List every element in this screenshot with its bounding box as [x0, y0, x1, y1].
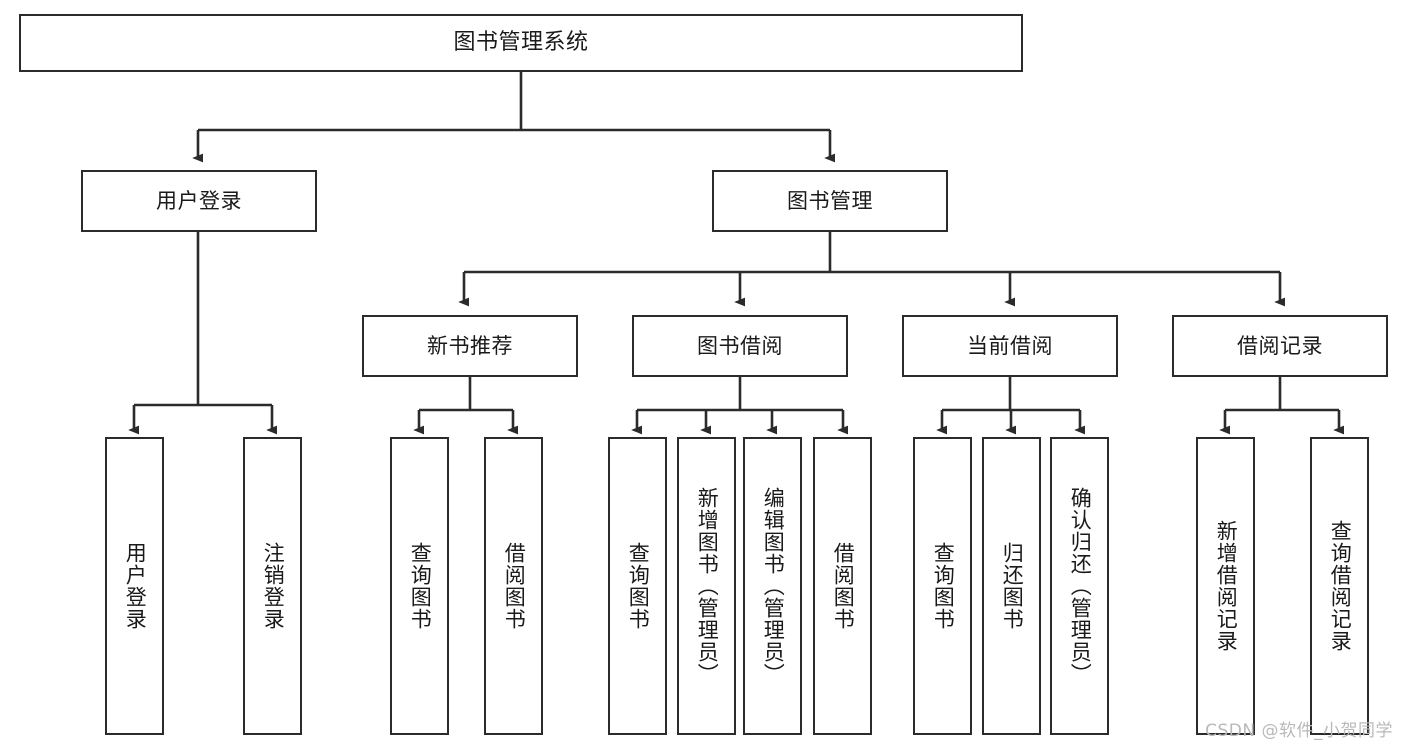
node-label: 图书管理: [787, 188, 873, 213]
node-label: 新增图书（管理员）: [695, 487, 720, 685]
leaf-query-borrow-record[interactable]: 查询借阅记录: [1310, 437, 1369, 735]
leaf-query-book-current[interactable]: 查询图书: [913, 437, 972, 735]
node-book-manage[interactable]: 图书管理: [712, 170, 948, 232]
node-label: 当前借阅: [967, 333, 1053, 358]
leaf-add-borrow-record[interactable]: 新增借阅记录: [1196, 437, 1255, 735]
node-label: 用户登录: [123, 542, 148, 630]
node-label: 用户登录: [156, 188, 242, 213]
node-book-borrow[interactable]: 图书借阅: [632, 315, 848, 377]
node-borrow-record[interactable]: 借阅记录: [1172, 315, 1388, 377]
leaf-borrow-book-recommend[interactable]: 借阅图书: [484, 437, 543, 735]
node-label: 查询图书: [626, 542, 651, 630]
node-root-system[interactable]: 图书管理系统: [19, 14, 1023, 72]
node-label: 借阅图书: [831, 542, 856, 630]
leaf-logout-login[interactable]: 注销登录: [243, 437, 302, 735]
node-label: 确认归还（管理员）: [1068, 487, 1093, 685]
node-label: 新书推荐: [427, 333, 513, 358]
node-label: 查询图书: [408, 542, 433, 630]
leaf-query-book-recommend[interactable]: 查询图书: [390, 437, 449, 735]
leaf-borrow-book-borrow[interactable]: 借阅图书: [813, 437, 872, 735]
node-user-login[interactable]: 用户登录: [81, 170, 317, 232]
leaf-add-book-admin[interactable]: 新增图书（管理员）: [677, 437, 736, 735]
leaf-edit-book-admin[interactable]: 编辑图书（管理员）: [743, 437, 802, 735]
node-label: 图书借阅: [697, 333, 783, 358]
leaf-user-login[interactable]: 用户登录: [105, 437, 164, 735]
node-label: 借阅记录: [1237, 333, 1323, 358]
node-label: 查询借阅记录: [1328, 520, 1353, 652]
node-current-borrow[interactable]: 当前借阅: [902, 315, 1118, 377]
node-label: 查询图书: [931, 542, 956, 630]
node-label: 借阅图书: [502, 542, 527, 630]
csdn-watermark: CSDN @软件_小贺同学: [1205, 721, 1393, 741]
leaf-query-book-borrow[interactable]: 查询图书: [608, 437, 667, 735]
leaf-confirm-return-admin[interactable]: 确认归还（管理员）: [1050, 437, 1109, 735]
node-label: 注销登录: [261, 542, 286, 630]
node-label: 图书管理系统: [453, 30, 589, 56]
node-label: 编辑图书（管理员）: [761, 487, 786, 685]
node-new-book-recommend[interactable]: 新书推荐: [362, 315, 578, 377]
leaf-return-book[interactable]: 归还图书: [982, 437, 1041, 735]
node-label: 新增借阅记录: [1214, 520, 1239, 652]
node-label: 归还图书: [1000, 542, 1025, 630]
